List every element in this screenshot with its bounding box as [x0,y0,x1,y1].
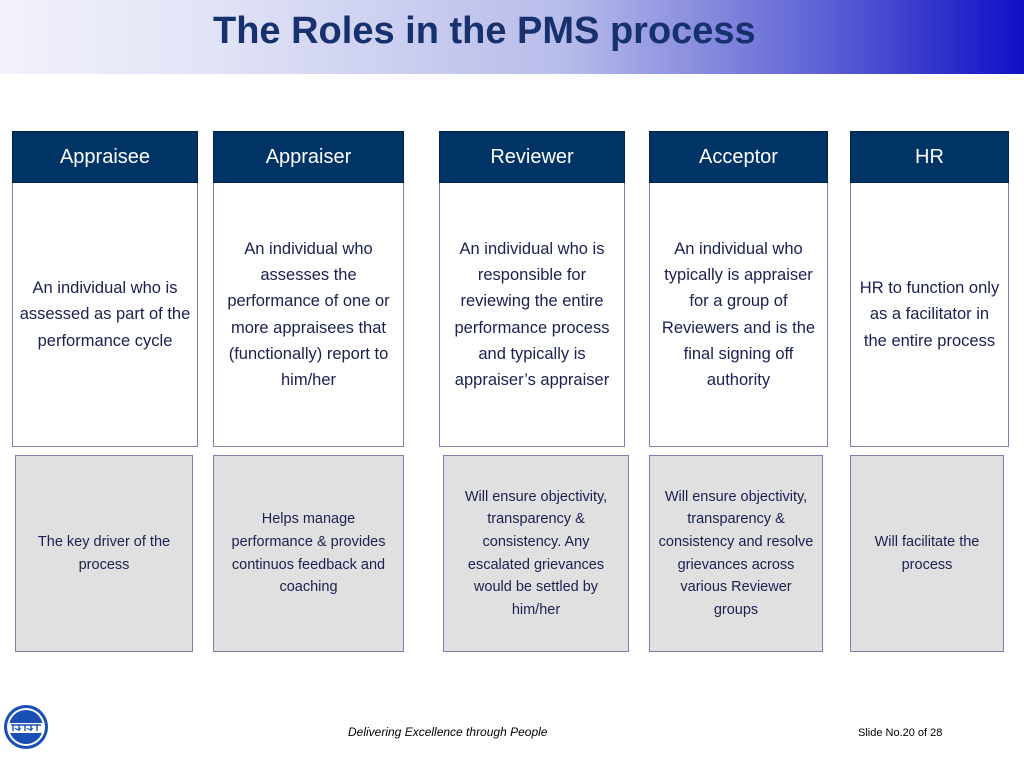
role-header-appraiser: Appraiser [213,131,404,183]
role-header-reviewer: Reviewer [439,131,625,183]
footer-tagline: Delivering Excellence through People [348,725,548,739]
role-header-hr: HR [850,131,1009,183]
role-description-reviewer: An individual who is responsible for rev… [439,183,625,447]
slide-number: Slide No.20 of 28 [858,727,943,739]
role-description-hr: HR to function only as a facilitator in … [850,183,1009,447]
role-description-acceptor: An individual who typically is appraiser… [649,183,828,447]
role-responsibility-appraisee: The key driver of the process [15,455,193,652]
role-description-appraisee: An individual who is assessed as part of… [12,183,198,447]
title-bar [0,0,1024,74]
role-responsibility-appraiser: Helps manage performance & provides cont… [213,455,404,652]
role-responsibility-acceptor: Will ensure objectivity, transparency & … [649,455,823,652]
slide-title: The Roles in the PMS process [213,10,756,52]
role-description-appraiser: An individual who assesses the performan… [213,183,404,447]
role-header-acceptor: Acceptor [649,131,828,183]
role-responsibility-reviewer: Will ensure objectivity, transparency & … [443,455,629,652]
role-header-appraisee: Appraisee [12,131,198,183]
company-logo-icon [4,705,48,749]
role-responsibility-hr: Will facilitate the process [850,455,1004,652]
